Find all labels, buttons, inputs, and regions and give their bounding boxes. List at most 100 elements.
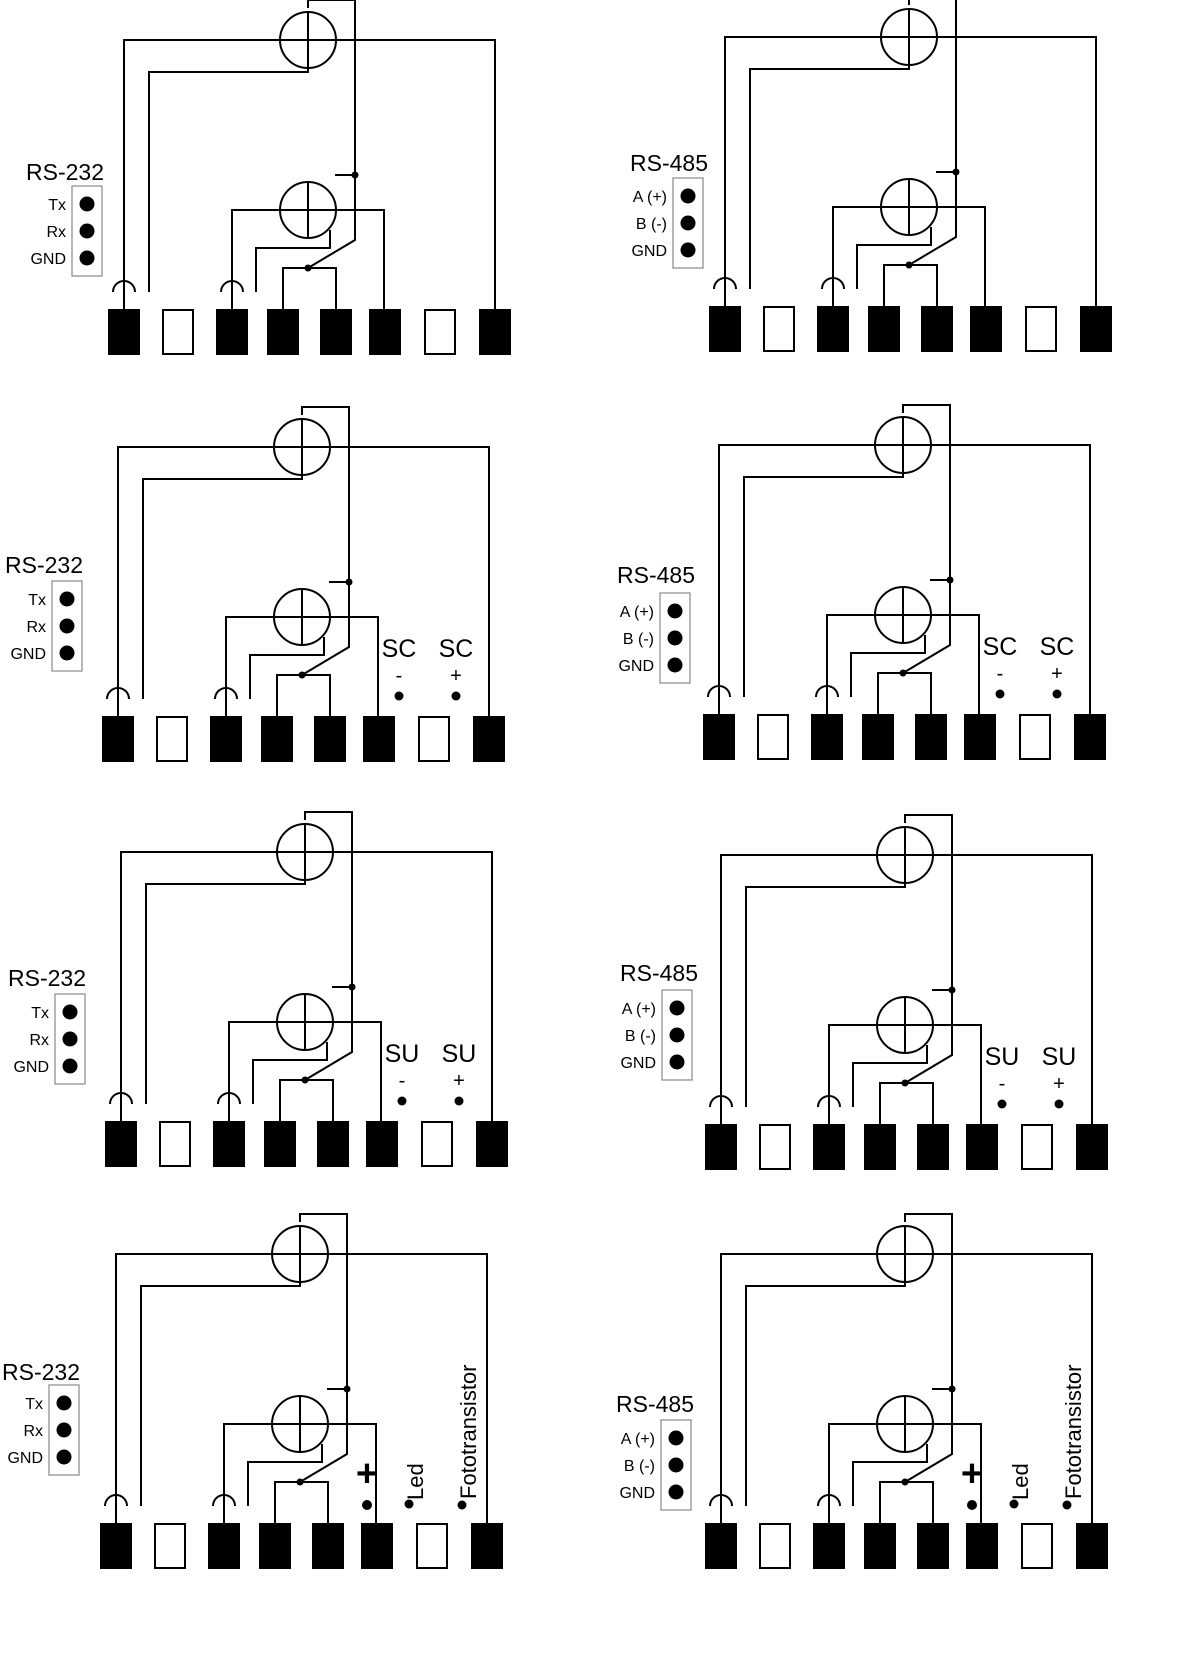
connector-title: RS-232: [2, 1359, 80, 1385]
terminal-block-3: [208, 1523, 240, 1569]
terminal-point-plus: [454, 1096, 464, 1106]
upper-coil-cross: [877, 827, 933, 883]
plus-symbol: +: [356, 1453, 378, 1495]
wire-segment: [299, 1213, 348, 1389]
connector-pin-label: Rx: [46, 224, 66, 241]
fototransistor-point: [1062, 1500, 1072, 1510]
terminal-label-left: SU: [385, 1040, 420, 1068]
connector-pin-dot: [680, 242, 696, 258]
led-point: [404, 1499, 414, 1509]
wire-crossover-hop: [214, 687, 238, 700]
wire-segment: [877, 672, 932, 715]
connector-title: RS-485: [616, 1391, 694, 1417]
junction-dot: [348, 983, 356, 991]
wiring-panel-5: SU-SU+: [105, 811, 508, 1167]
terminal-block-1: [709, 306, 741, 352]
junction-dot: [901, 1079, 909, 1087]
terminal-block-8: [1076, 1124, 1108, 1170]
upper-coil-cross: [881, 9, 937, 65]
wire-segment: [883, 264, 938, 307]
terminal-label-right: SC: [439, 635, 474, 663]
wire-segment: [228, 1021, 277, 1122]
terminal-block-2: [162, 309, 194, 355]
terminal-block-7: [1025, 306, 1057, 352]
terminal-block-5: [915, 714, 947, 760]
terminal-point-minus: [394, 691, 404, 701]
junction-dot: [901, 1478, 909, 1486]
wire-segment: [828, 1024, 877, 1125]
lower-coil-cross: [877, 997, 933, 1053]
connector-pin-label: GND: [7, 1450, 43, 1467]
wire-segment: [223, 1423, 272, 1524]
connector-title: RS-232: [26, 159, 104, 185]
connector-pin-label: GND: [13, 1059, 49, 1076]
upper-coil-cross: [280, 12, 336, 68]
terminal-block-6: [966, 1124, 998, 1170]
wire-segment: [718, 444, 875, 715]
terminal-block-8: [473, 716, 505, 762]
connector-pin-dot: [669, 1054, 685, 1070]
junction-dot: [946, 576, 954, 584]
wire-segment: [933, 1423, 982, 1524]
wire-segment: [328, 1253, 488, 1524]
wire-segment: [931, 444, 1091, 715]
wire-crossover-hop: [109, 1092, 133, 1105]
terminal-block-1: [100, 1523, 132, 1569]
terminal-block-2: [763, 306, 795, 352]
wire-segment: [931, 614, 980, 715]
lower-coil-cross: [272, 1396, 328, 1452]
terminal-label-left: SC: [983, 633, 1018, 661]
terminal-block-3: [213, 1121, 245, 1167]
connector-pin-label: A (+): [622, 1001, 656, 1018]
wire-segment: [299, 1389, 348, 1483]
wire-segment: [852, 1444, 928, 1506]
wire-segment: [908, 0, 957, 172]
junction-dot: [948, 1385, 956, 1393]
terminal-block-7: [1021, 1523, 1053, 1569]
led-label: Led: [403, 1463, 428, 1500]
wire-segment: [231, 209, 280, 310]
wire-crossover-hop: [707, 685, 731, 698]
wire-segment: [902, 580, 951, 674]
wire-segment: [933, 1024, 982, 1125]
wire-segment: [832, 206, 881, 307]
terminal-block-4: [862, 714, 894, 760]
connector-pin-label: Rx: [26, 619, 46, 636]
wire-segment: [336, 209, 385, 310]
connector-pin-dot: [56, 1422, 72, 1438]
terminal-block-8: [1076, 1523, 1108, 1569]
wire-segment: [333, 1021, 382, 1122]
wiring-panel-3: SC-SC+: [102, 406, 505, 762]
upper-coil-cross: [875, 417, 931, 473]
wire-segment: [826, 614, 875, 715]
wire-segment: [336, 39, 496, 310]
terminal-block-1: [108, 309, 140, 355]
connector-pin-label: A (+): [633, 189, 667, 206]
terminal-point-plus: [451, 691, 461, 701]
wiring-panel-4: SC-SC+: [703, 404, 1106, 760]
wire-segment: [115, 1253, 272, 1524]
wire-segment: [255, 230, 331, 292]
lower-coil-cross: [274, 589, 330, 645]
terminal-block-1: [705, 1523, 737, 1569]
terminal-block-8: [471, 1523, 503, 1569]
terminal-sign-plus: +: [1051, 663, 1063, 685]
terminal-block-3: [813, 1124, 845, 1170]
wire-segment: [140, 1282, 301, 1506]
wire-segment: [749, 65, 910, 289]
terminal-block-1: [705, 1124, 737, 1170]
wire-crossover-hop: [220, 280, 244, 293]
wire-segment: [142, 475, 303, 699]
junction-dot: [345, 578, 353, 586]
wire-segment: [933, 1253, 1093, 1524]
terminal-block-4: [864, 1124, 896, 1170]
led-anode-point: [967, 1500, 977, 1510]
wire-segment: [856, 227, 932, 289]
wire-segment: [330, 616, 379, 717]
terminal-block-5: [917, 1523, 949, 1569]
wire-segment: [904, 1389, 953, 1483]
terminal-block-8: [1074, 714, 1106, 760]
